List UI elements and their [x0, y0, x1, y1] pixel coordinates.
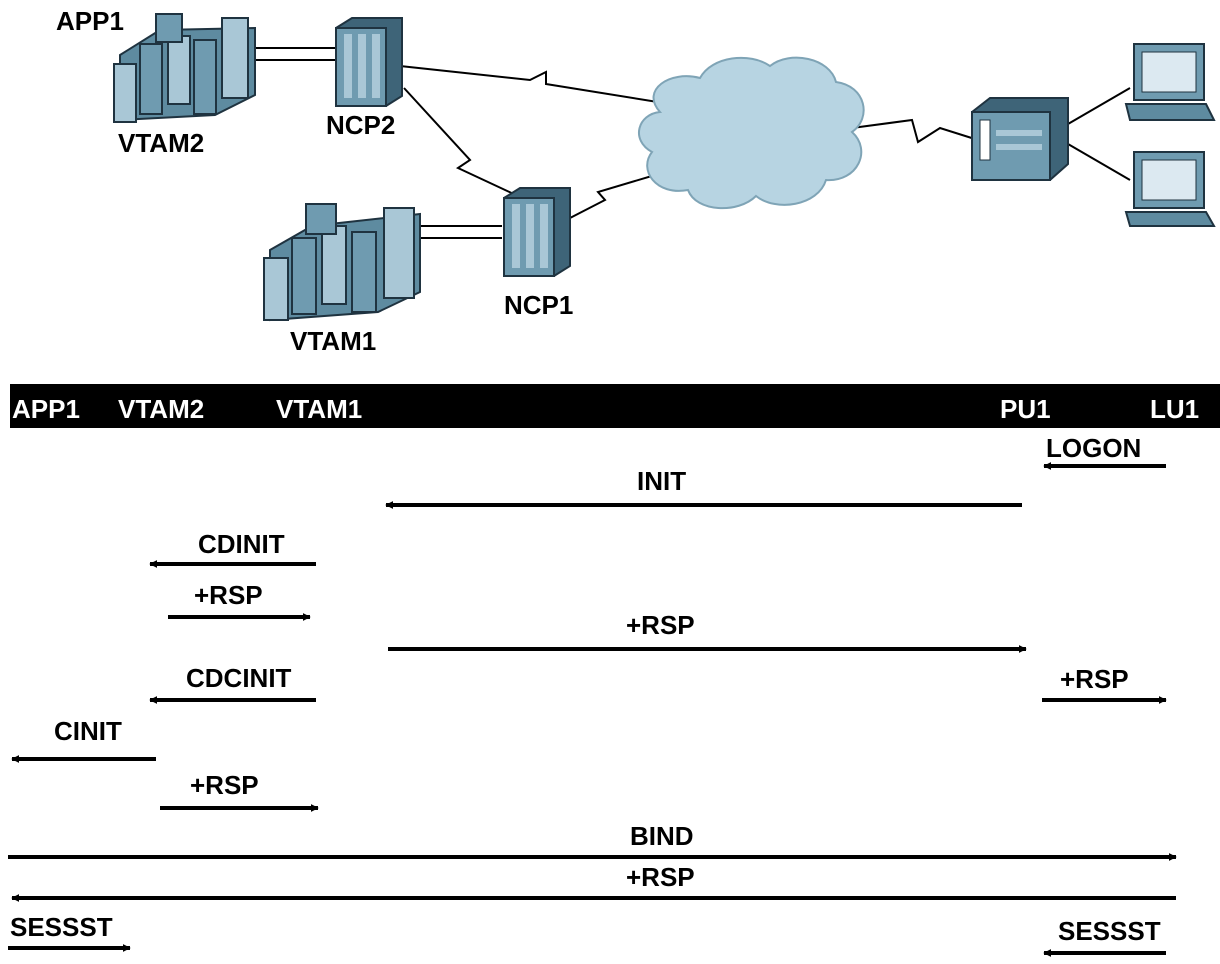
topology: APP1 VTAM2 NCP2 NCP1 VTAM1	[56, 6, 1216, 356]
link-ncp2-cloud	[399, 65, 671, 105]
header-bar	[10, 384, 1220, 428]
app1-label: APP1	[56, 6, 124, 36]
link-pu1-terminal2	[1067, 143, 1131, 181]
link-pu1-terminal1	[1067, 87, 1131, 125]
header-lu1: LU1	[1150, 394, 1199, 424]
message-label: +RSP	[626, 862, 695, 892]
message-label: SESSST	[10, 912, 113, 942]
pu1-controller-icon	[971, 97, 1069, 181]
message-label: CDINIT	[198, 529, 285, 559]
terminal-icon	[1124, 43, 1216, 121]
message-label: CINIT	[54, 716, 122, 746]
message-labels: LOGON INIT CDINIT +RSP +RSP CDCINIT +RSP…	[10, 433, 1161, 946]
vtam1-label: VTAM1	[290, 326, 376, 356]
ncp1-label: NCP1	[504, 290, 573, 320]
header-pu1: PU1	[1000, 394, 1051, 424]
message-label: +RSP	[626, 610, 695, 640]
message-label: +RSP	[1060, 664, 1129, 694]
link-cloud-pu1	[851, 118, 979, 144]
ncp2-controller-icon	[335, 17, 403, 107]
vtam1-host-icon	[263, 203, 421, 322]
flow-header: APP1 VTAM2 VTAM1 PU1 LU1	[10, 384, 1220, 428]
ncp1-controller-icon	[503, 187, 571, 277]
message-label: +RSP	[194, 580, 263, 610]
vtam2-label: VTAM2	[118, 128, 204, 158]
message-label: +RSP	[190, 770, 259, 800]
message-label: BIND	[630, 821, 694, 851]
ncp2-label: NCP2	[326, 110, 395, 140]
terminal-icon	[1124, 151, 1216, 227]
links	[255, 47, 1131, 239]
header-vtam1: VTAM1	[276, 394, 362, 424]
message-label: INIT	[637, 466, 686, 496]
message-flow	[8, 462, 1177, 957]
message-label: LOGON	[1046, 433, 1141, 463]
message-label: CDCINIT	[186, 663, 292, 693]
network-cloud-icon	[638, 56, 865, 209]
header-app1: APP1	[12, 394, 80, 424]
vtam2-host-icon	[113, 13, 256, 123]
header-vtam2: VTAM2	[118, 394, 204, 424]
link-ncp1-cloud	[569, 169, 673, 219]
link-ncp2-ncp1	[403, 87, 519, 197]
message-label: SESSST	[1058, 916, 1161, 946]
